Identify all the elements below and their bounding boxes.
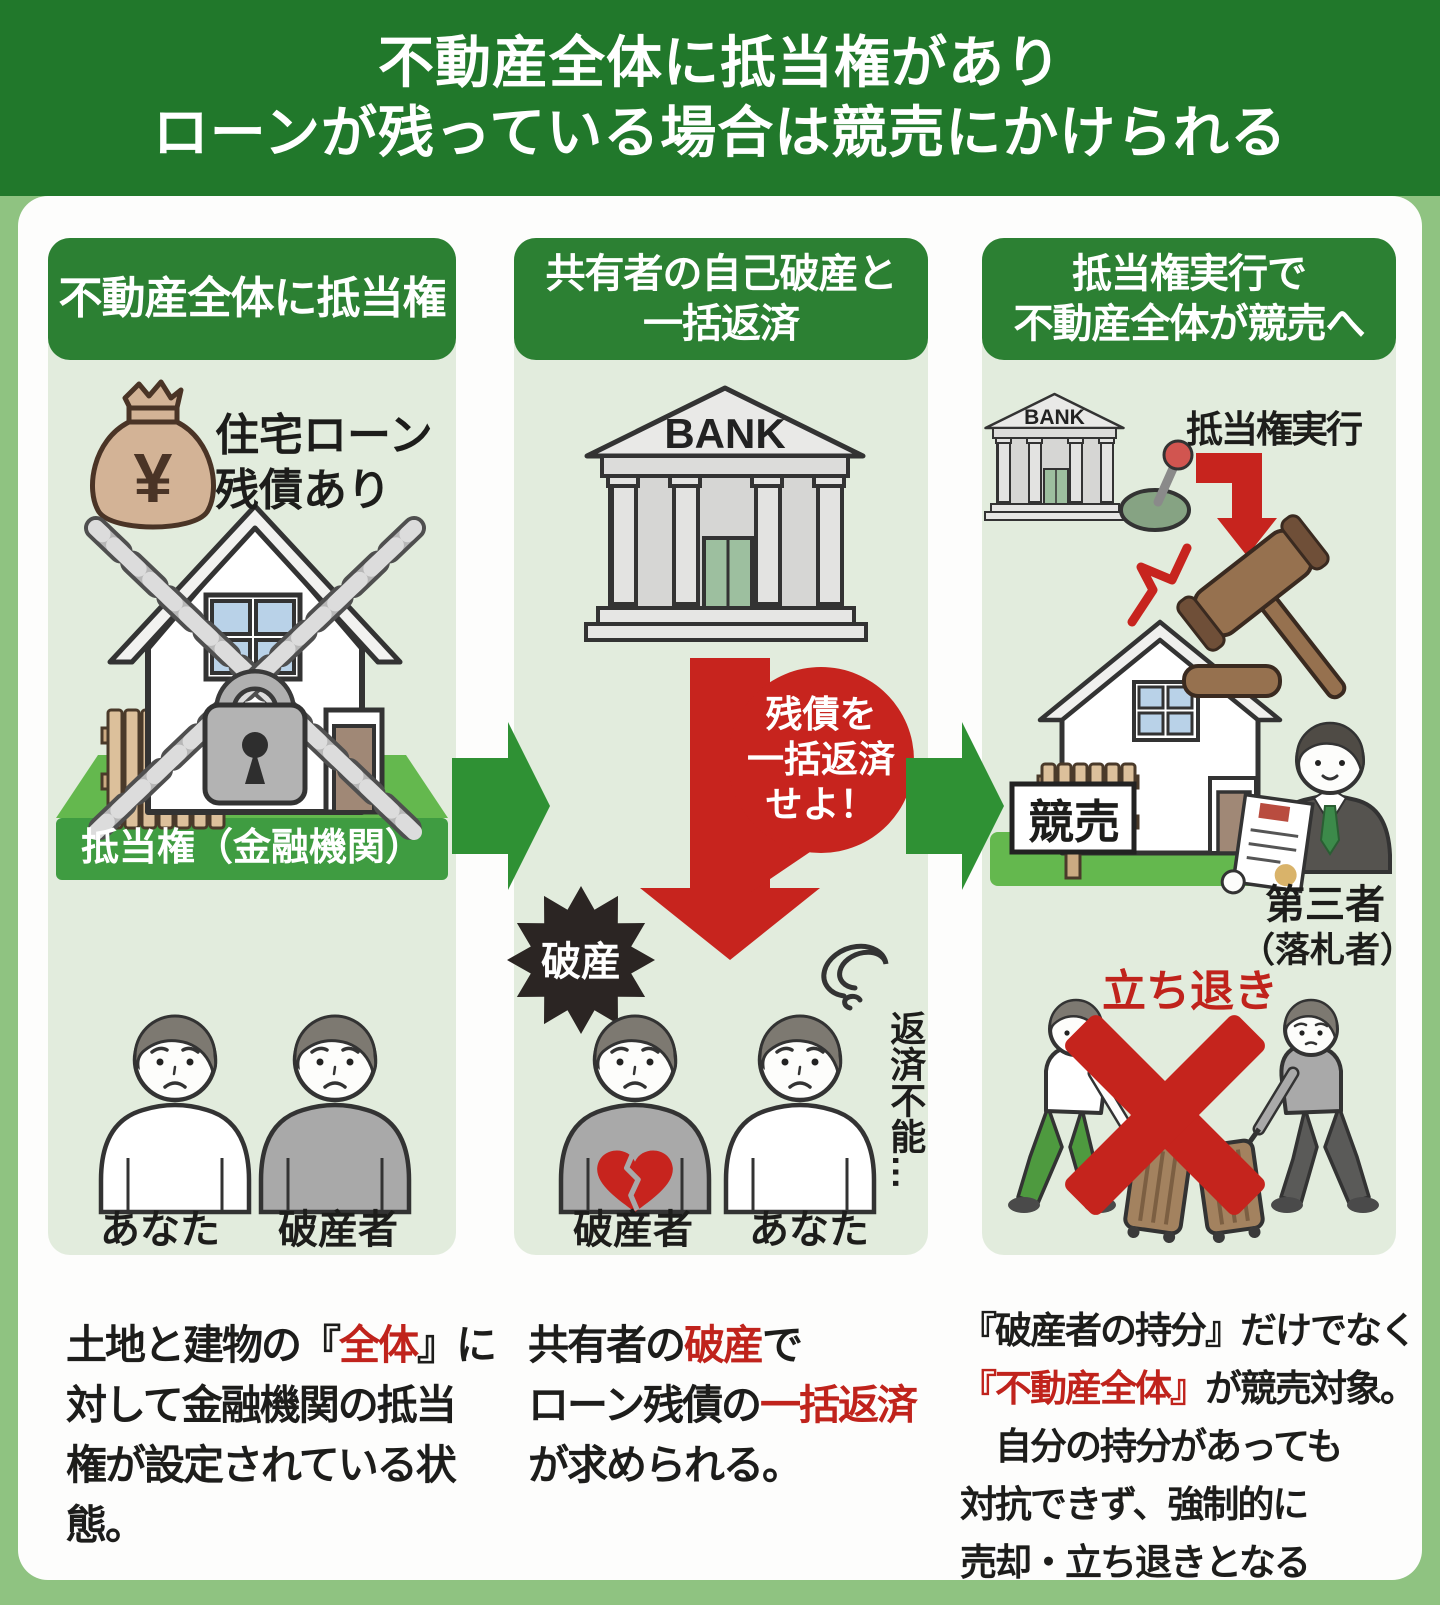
loan-note: 住宅ローン 残債あり [215, 408, 433, 518]
column2-header-line1: 共有者の自己破産と [545, 252, 898, 296]
red-x-icon [1065, 1015, 1265, 1215]
column1-header: 不動産全体に抵当権 [48, 238, 456, 360]
desc1-seg: 』に [417, 1322, 497, 1368]
column2-header: 共有者の自己破産と 一括返済 [514, 238, 928, 360]
bankruptcy-burst-label: 破産 [541, 940, 621, 984]
desc1-seg: 土地と建物の『 [66, 1322, 341, 1368]
third-party-label: 第三者 （落札者） [1240, 882, 1416, 974]
main-header: 不動産全体に抵当権があり ローンが残っている場合は競売にかけられる [0, 0, 1440, 196]
third-party-buyer [1220, 721, 1392, 895]
gavel-block [1182, 664, 1282, 698]
desc2-seg: で [762, 1322, 803, 1368]
label-bankrupt-col1: 破産者 [278, 1208, 398, 1252]
bankruptcy-burst [507, 886, 655, 1034]
auction-sign-text: 競売 [1028, 796, 1120, 848]
desc3-red: 『不動産全体』 [960, 1368, 1207, 1409]
auction-house-illustration [990, 619, 1286, 886]
third-party-line1: 第三者 [1265, 883, 1385, 927]
flow-arrow-2 [906, 722, 1004, 890]
desc3-line3: 自分の持分があっても [960, 1426, 1343, 1467]
desc2-seg: 共有者の [528, 1322, 686, 1368]
loan-note-line2: 残債あり [215, 466, 391, 515]
demand-bubble-text: 残債を 一括返済 せよ！ [731, 692, 911, 827]
desc1-line2: 対して金融機関の抵当 [66, 1382, 457, 1428]
column2-description: 共有者の破産で ローン残債の一括返済 が求められる。 [528, 1315, 918, 1495]
padlock-icon [202, 669, 308, 806]
desc1-line4: 態。 [66, 1502, 146, 1548]
bank-building-icon [586, 388, 866, 640]
small-bank-icon [983, 392, 1127, 522]
desc2-red1: 破産 [684, 1322, 764, 1368]
desc3-line1: 『破産者の持分』だけでなく [960, 1310, 1417, 1351]
red-down-arrow [640, 658, 820, 960]
bubble-line2: 一括返済 [747, 739, 895, 780]
desc2-red2: 一括返済 [759, 1382, 918, 1428]
platform-label: 抵当権（金融機関） [80, 827, 423, 869]
red-elbow-arrow [1196, 453, 1277, 556]
desc2-line3: が求められる。 [528, 1442, 803, 1488]
desc3-line5: 売却・立ち退きとなる [960, 1542, 1311, 1583]
column1-illustration: ¥ [56, 379, 448, 1255]
column1-header-text: 不動産全体に抵当権 [58, 274, 447, 323]
label-you-col2: あなた [749, 1208, 869, 1252]
person-bankrupt [261, 1016, 409, 1212]
broken-heart-icon [597, 1150, 673, 1213]
dizzy-swirl-icon [821, 943, 889, 1011]
demand-speech-bubble [728, 667, 914, 892]
person-you-col2 [726, 1016, 874, 1212]
mortgage-execution-label: 抵当権実行 [1186, 409, 1363, 450]
label-bankrupt-col2: 破産者 [573, 1208, 693, 1252]
main-title-line1: 不動産全体に抵当権があり [378, 31, 1062, 94]
desc2-seg: ローン残債の [528, 1382, 762, 1428]
desc1-line3: 権が設定されている状 [66, 1442, 457, 1488]
column2-header-line2: 一括返済 [643, 302, 800, 346]
impact-flash-icon [1127, 543, 1192, 627]
bid-document-icon [1220, 792, 1315, 895]
foreclosure-lever-icon [1119, 439, 1194, 532]
third-party-line2: （落札者） [1240, 931, 1416, 970]
auction-sign-fence [1009, 762, 1140, 880]
bubble-line3: せよ！ [765, 784, 877, 825]
column3-description: 『破産者の持分』だけでなく 『不動産全体』が競売対象。 自分の持分があっても 対… [960, 1302, 1417, 1592]
money-bag-icon: ¥ [90, 379, 216, 530]
person-you [101, 1016, 249, 1212]
cannot-repay-note: 返済不能… [885, 1010, 927, 1190]
desc3-line4: 対抗できず、強制的に [960, 1484, 1309, 1525]
label-you-col1: あなた [100, 1208, 220, 1252]
bubble-line1: 残債を [765, 694, 877, 735]
main-title-line2: ローンが残っている場合は競売にかけられる [152, 101, 1288, 164]
column3-header: 抵当権実行で 不動産全体が競売へ [982, 238, 1396, 360]
column3-header-line1: 抵当権実行で [1072, 252, 1307, 296]
yen-symbol: ¥ [134, 439, 173, 517]
column3-illustration [983, 392, 1392, 1244]
loan-note-line1: 住宅ローン [215, 411, 433, 460]
gavel-icon [1176, 514, 1347, 700]
desc1-red: 全体 [339, 1322, 419, 1368]
desc3-seg: が競売対象。 [1205, 1368, 1417, 1409]
eviction-label: 立ち退き [1102, 967, 1278, 1016]
column2-illustration [507, 360, 914, 1255]
column3-header-line2: 不動産全体が競売へ [1013, 302, 1366, 346]
auction-sign-board [1009, 781, 1137, 855]
column1-description: 土地と建物の『全体』に 対して金融機関の抵当 権が設定されている状 態。 [66, 1315, 497, 1555]
flow-arrow-1 [452, 722, 550, 890]
